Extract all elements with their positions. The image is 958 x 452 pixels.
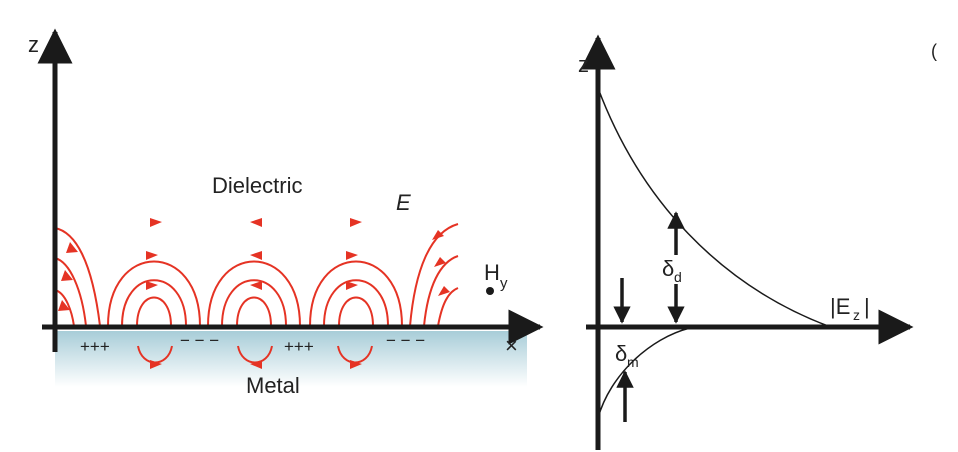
svg-text:δ: δ <box>615 341 627 366</box>
svg-text:|: | <box>864 294 870 319</box>
svg-text:z: z <box>853 307 860 323</box>
metal-decay-curve <box>597 327 691 419</box>
svg-text:y: y <box>500 275 508 292</box>
charge-plus-2: +++ <box>284 337 314 356</box>
corner-mark: ( <box>931 41 937 61</box>
field-arrowheads <box>58 218 450 369</box>
dielectric-label: Dielectric <box>212 173 302 198</box>
charge-minus-2: − − − <box>386 331 425 350</box>
svg-text:δ: δ <box>662 256 674 281</box>
charge-plus-1: +++ <box>80 337 110 356</box>
right-z-label: z <box>578 52 589 77</box>
delta-m-label: δ m <box>615 341 639 370</box>
field-label: E <box>396 190 411 215</box>
svg-text:d: d <box>674 269 682 285</box>
hy-dot <box>486 287 494 295</box>
left-x-label: × <box>505 333 518 358</box>
left-panel: z × Dielectric Metal E H y +++ − − − +++… <box>28 28 544 398</box>
svg-text:m: m <box>627 354 639 370</box>
left-z-label: z <box>28 32 39 57</box>
svg-text:H: H <box>484 260 500 285</box>
dielectric-decay-curve <box>597 87 829 327</box>
charge-minus-1: − − − <box>180 331 219 350</box>
delta-d-label: δ d <box>662 256 682 285</box>
magnetic-field-label: H y <box>484 260 508 295</box>
metal-region <box>55 331 527 387</box>
metal-label: Metal <box>246 373 300 398</box>
right-panel: z δ d δ m |E z | ( <box>578 34 937 450</box>
ez-magnitude-label: |E z | <box>830 294 870 323</box>
svg-text:|E: |E <box>830 294 850 319</box>
electric-field-lines <box>54 223 459 364</box>
